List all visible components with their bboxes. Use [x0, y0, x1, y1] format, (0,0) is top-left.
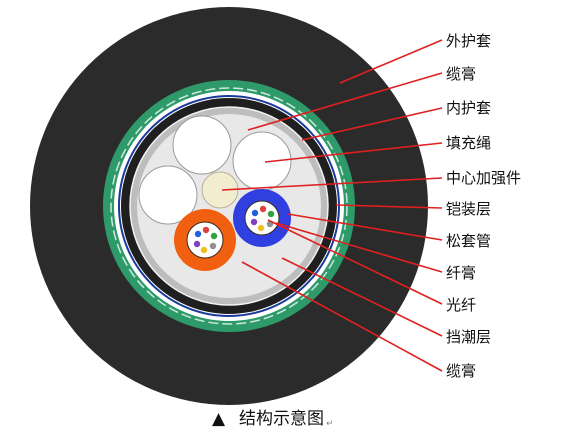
leader-line-filler-rope	[264, 142, 443, 163]
label-optical-fiber: 光纤	[446, 296, 476, 314]
loose-tube-orange	[174, 209, 236, 271]
optical-fiber	[202, 226, 210, 234]
leader-line-armor	[335, 204, 443, 209]
label-inner-sheath: 内护套	[446, 99, 491, 117]
return-mark-icon: ↵	[326, 419, 334, 429]
caption-text: 结构示意图	[239, 409, 324, 429]
label-fiber-gel: 纤膏	[446, 264, 476, 282]
loose-tube-blue	[233, 189, 291, 247]
optical-fiber	[193, 240, 201, 248]
armor-ring-blue	[118, 95, 340, 317]
fiber-group	[250, 205, 275, 232]
leader-line-loose-tube	[287, 213, 443, 241]
optical-fiber	[251, 209, 259, 217]
leader-line-central-member	[221, 177, 443, 191]
water-blocking-stroke	[129, 106, 329, 306]
label-central-strength-member: 中心加强件	[446, 169, 521, 187]
label-cable-gel-2: 缆膏	[446, 362, 476, 380]
leader-line-cable-gel-1	[247, 72, 443, 131]
label-loose-tube: 松套管	[446, 232, 491, 250]
label-water-blocking-layer: 挡潮层	[446, 328, 491, 346]
leader-line-water-blocking	[281, 257, 443, 337]
label-cable-gel-1: 缆膏	[446, 65, 476, 83]
optical-fiber	[194, 230, 202, 238]
optical-fiber	[209, 242, 217, 250]
leader-line-inner-sheath	[301, 107, 443, 141]
leader-line-cable-gel-2	[241, 261, 443, 372]
optical-fiber	[210, 232, 218, 240]
central-strength-member	[201, 171, 239, 209]
leader-lines	[221, 39, 443, 372]
leader-line-optical-fiber	[267, 219, 443, 305]
filler-rope	[232, 131, 292, 191]
optical-fiber	[257, 224, 265, 232]
optical-fiber	[267, 210, 275, 218]
caption-triangle-icon: ▲	[212, 409, 226, 429]
fiber-group	[193, 226, 218, 254]
component-labels: 外护套 缆膏 内护套 填充绳 中心加强件 铠装层 松套管 纤膏 光纤 挡潮层 缆…	[446, 32, 521, 380]
cable-cross-section	[30, 7, 428, 405]
caption: ▲ 结构示意图 ↵	[212, 409, 334, 429]
label-filler-rope: 填充绳	[446, 134, 491, 152]
filler-rope	[172, 115, 232, 175]
optical-fiber	[259, 205, 267, 213]
filler-rope	[138, 165, 198, 225]
optical-fiber	[200, 246, 208, 254]
leader-line-outer-sheath	[339, 39, 443, 84]
label-outer-sheath: 外护套	[446, 32, 491, 50]
optical-fiber	[250, 218, 258, 226]
label-armor-layer: 铠装层	[446, 200, 491, 218]
leader-line-fiber-gel	[275, 222, 443, 273]
